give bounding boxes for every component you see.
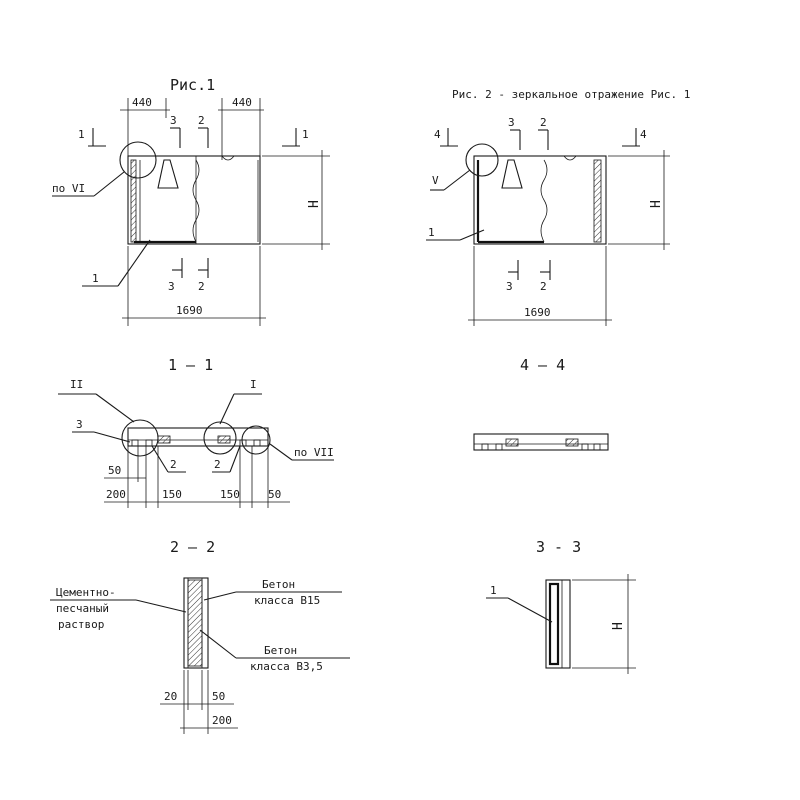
fig1-cut2-top: 2 — [198, 114, 205, 127]
sec11-dim-50b: 50 — [268, 488, 281, 501]
fig1-cut3-bottom: 3 — [168, 280, 175, 293]
sec33-wall — [545, 579, 571, 669]
section-2-2: 2 – 2 Цементно- песчаный раствор Бетон к… — [50, 538, 350, 734]
sec11-item2b: 2 — [214, 458, 221, 471]
sec22-mortar-3: раствор — [58, 618, 104, 631]
sec33-title: 3 - 3 — [536, 538, 581, 556]
sec11-node-right: I — [250, 378, 257, 391]
sec22-title: 2 – 2 — [170, 538, 215, 556]
sec11-dim-150a: 150 — [162, 488, 182, 501]
fig1-cut3-top: 3 — [170, 114, 177, 127]
fig2-node-callout: V — [432, 174, 439, 187]
sec11-dim-50a: 50 — [108, 464, 121, 477]
sec22-dim-20: 20 — [164, 690, 177, 703]
fig1-panel — [127, 155, 261, 245]
fig2-section-left: 4 — [434, 128, 441, 141]
sec22-dim-200: 200 — [212, 714, 232, 727]
fig2-item-callout: 1 — [428, 226, 435, 239]
fig1-section-right: 1 — [302, 128, 309, 141]
sec11-title: 1 – 1 — [168, 356, 213, 374]
fig1-dim-right: 440 — [232, 96, 252, 109]
fig2-cut3-bottom: 3 — [506, 280, 513, 293]
fig1-cut2-bottom: 2 — [198, 280, 205, 293]
fig1-section-left: 1 — [78, 128, 85, 141]
fig2-lifting-loop — [501, 159, 523, 189]
fig2-cut2-bottom: 2 — [540, 280, 547, 293]
section-1-1: 1 – 1 II I 3 2 2 по VII — [58, 356, 334, 508]
fig2-node-circle — [465, 143, 499, 177]
figure-1: Рис.1 440 440 1 1 3 2 — [52, 76, 330, 326]
fig1-title: Рис.1 — [170, 76, 215, 94]
sec11-slab — [127, 427, 269, 447]
sec22-concrete2-2: класса В3,5 — [250, 660, 323, 673]
fig1-node-circle — [119, 141, 157, 179]
sec22-concrete1-2: класса В15 — [254, 594, 320, 607]
sec11-node-left-circle — [121, 419, 159, 457]
fig2-dim-height: H — [649, 200, 664, 208]
fig1-dim-left: 440 — [132, 96, 152, 109]
fig1-item-callout: 1 — [92, 272, 99, 285]
sec22-mortar-1: Цементно- — [56, 586, 116, 599]
sec22-concrete1-1: Бетон — [262, 578, 295, 591]
sec33-item1: 1 — [490, 584, 497, 597]
fig2-section-right: 4 — [640, 128, 647, 141]
sec11-callout-circle — [241, 425, 271, 455]
section-3-3: 3 - 3 1 H — [486, 538, 636, 674]
sec33-dim-height: H — [611, 622, 626, 630]
fig2-dim-bottom: 1690 — [524, 306, 551, 319]
sec44-slab — [473, 433, 609, 451]
fig2-cut2-top: 2 — [540, 116, 547, 129]
fig2-panel — [473, 155, 607, 245]
section-4-4: 4 – 4 — [473, 356, 609, 451]
fig2-title: Рис. 2 - зеркальное отражение Рис. 1 — [452, 88, 690, 101]
sec11-node-right-circle — [203, 421, 237, 455]
sec22-dim-50: 50 — [212, 690, 225, 703]
fig1-dim-bottom: 1690 — [176, 304, 203, 317]
fig1-lifting-loop — [157, 159, 179, 189]
sec22-mortar-2: песчаный — [56, 602, 109, 615]
sec11-dim-200: 200 — [106, 488, 126, 501]
sec22-concrete2-1: Бетон — [264, 644, 297, 657]
sec11-callout: по VII — [294, 446, 334, 459]
sec11-item2a: 2 — [170, 458, 177, 471]
sec11-node-left: II — [70, 378, 83, 391]
fig2-cut3-top: 3 — [508, 116, 515, 129]
sec11-dim-150b: 150 — [220, 488, 240, 501]
sec44-title: 4 – 4 — [520, 356, 565, 374]
figure-2: Рис. 2 - зеркальное отражение Рис. 1 4 4… — [426, 88, 690, 326]
sec11-item3: 3 — [76, 418, 83, 431]
sec22-wall — [183, 577, 209, 669]
fig1-node-callout: по VI — [52, 182, 85, 195]
fig1-dim-height: H — [307, 200, 322, 208]
